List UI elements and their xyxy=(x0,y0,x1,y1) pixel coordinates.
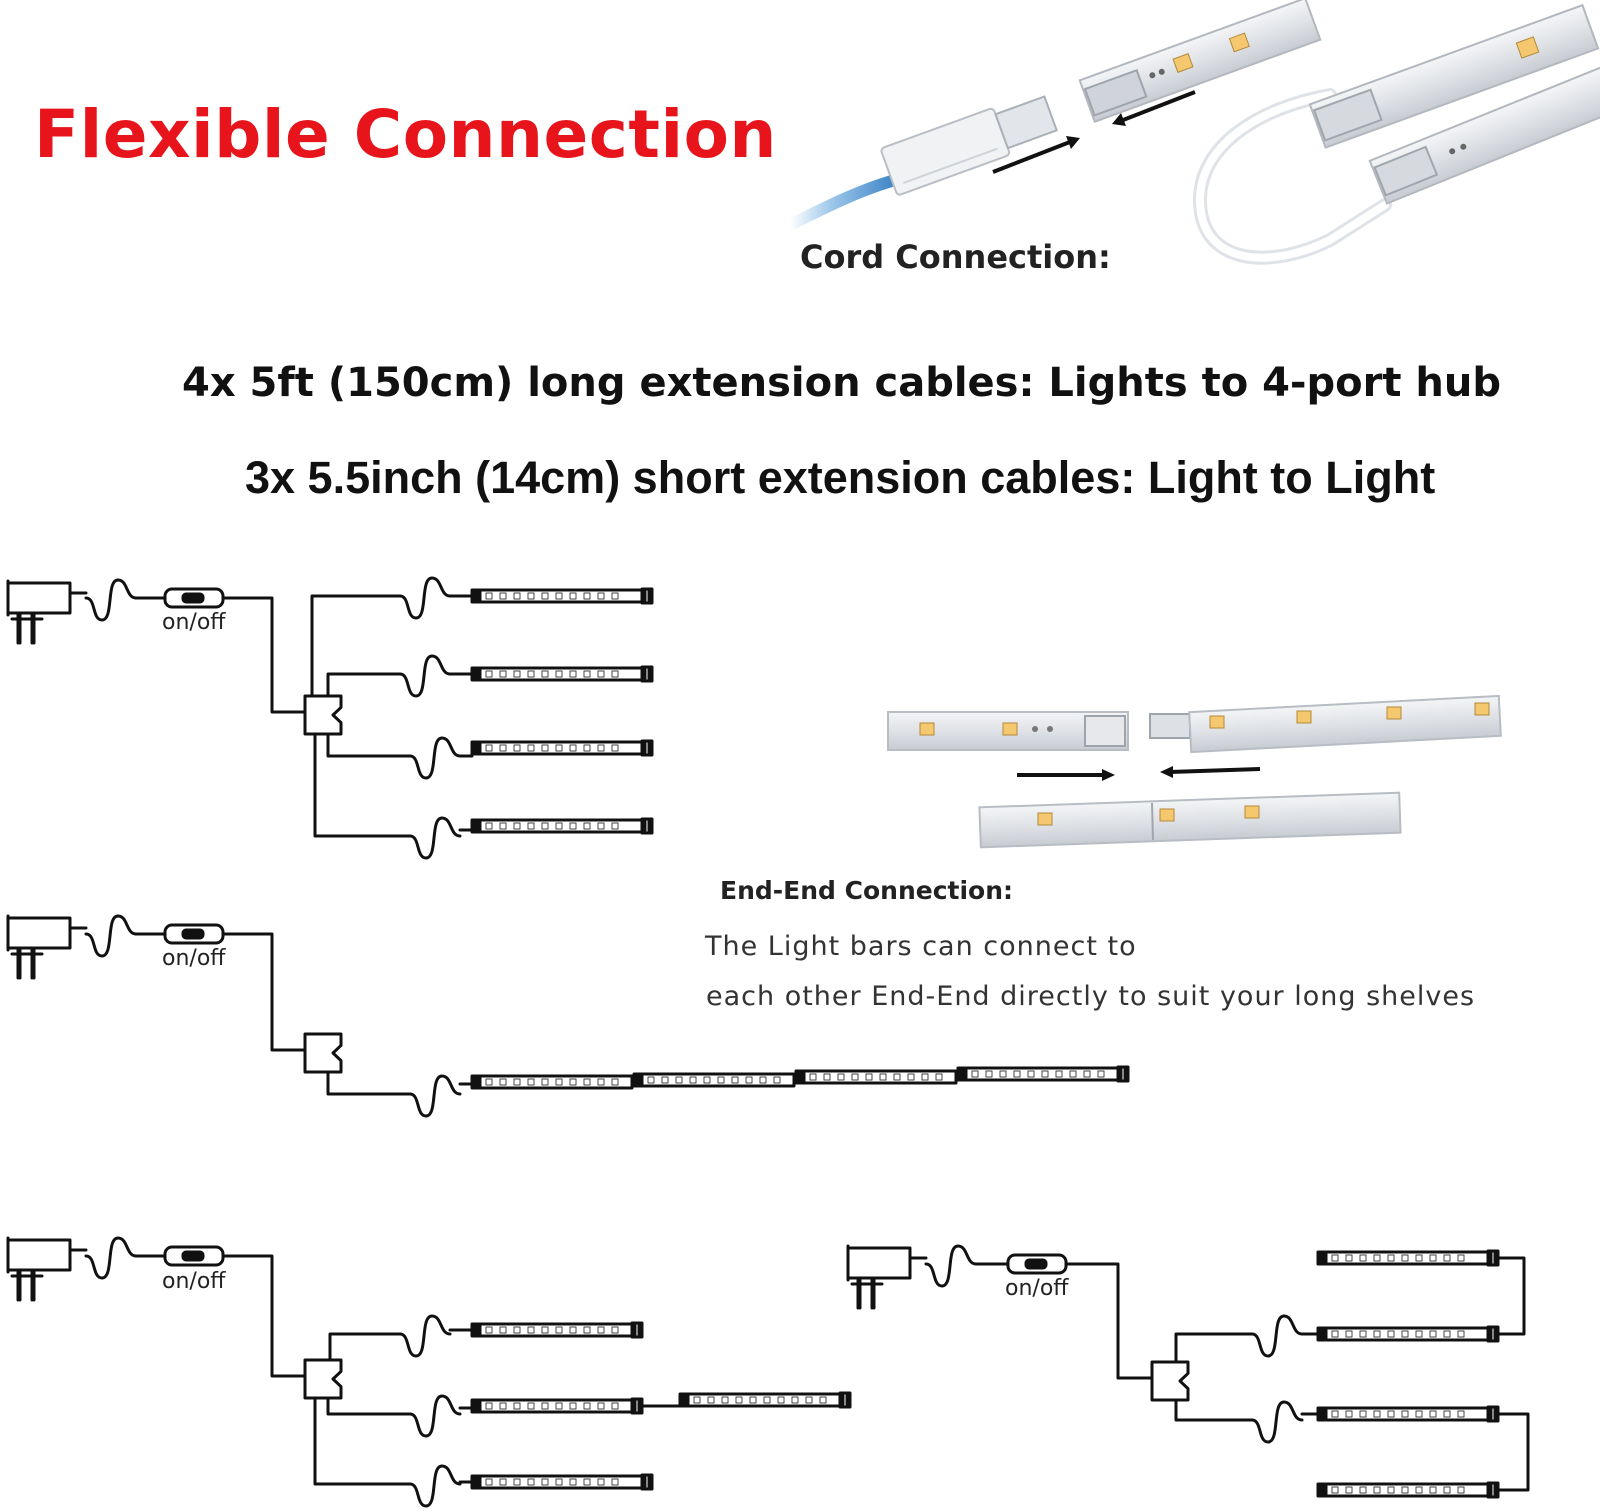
cord-light-bar-2 xyxy=(1308,3,1600,149)
hub-2 xyxy=(303,1032,343,1074)
light-bar-3c xyxy=(678,1392,842,1408)
cord-light-bar-1 xyxy=(1078,0,1322,123)
blue-cable xyxy=(784,174,901,231)
hub-1 xyxy=(303,694,343,736)
cord-light-bar-3 xyxy=(1368,65,1600,205)
end-end-title: End-End Connection: xyxy=(720,876,1014,905)
adapter-2 xyxy=(6,916,72,950)
short-cables-text: 3x 5.5inch (14cm) short extension cables… xyxy=(245,452,1436,503)
hub-3 xyxy=(303,1358,343,1400)
end-end-illustration xyxy=(887,694,1502,849)
end-end-line-1: The Light bars can connect to xyxy=(705,931,1137,962)
arrow-left xyxy=(1117,90,1196,124)
arrow-right xyxy=(992,138,1076,174)
ee-bar-joined xyxy=(978,791,1402,849)
long-cables-text: 4x 5ft (150cm) long extension cables: Li… xyxy=(182,360,1502,406)
light-bar-2d xyxy=(956,1066,1120,1082)
page-title: Flexible Connection xyxy=(34,96,777,173)
end-end-line-2: each other End-End directly to suit your… xyxy=(706,981,1476,1012)
light-bar-2c xyxy=(794,1069,958,1085)
wiring-diagrams xyxy=(6,576,1530,1508)
switch-label-4: on/off xyxy=(1005,1276,1069,1301)
adapter-3 xyxy=(6,1238,72,1272)
hub-4 xyxy=(1150,1360,1190,1402)
adapter-4 xyxy=(846,1246,912,1280)
adapter-1 xyxy=(6,581,72,615)
ee-arrow-left xyxy=(1169,767,1261,774)
ee-bar-right xyxy=(1149,713,1191,739)
cord-connection-illustration xyxy=(784,0,1600,265)
light-bar-2a xyxy=(470,1074,634,1090)
left-connector xyxy=(880,95,1058,196)
light-bar-3b xyxy=(470,1398,634,1414)
switch-label-1: on/off xyxy=(162,610,226,635)
switch-label-3: on/off xyxy=(162,1269,226,1294)
light-bar-3a xyxy=(470,1322,634,1338)
cord-connection-label: Cord Connection: xyxy=(800,238,1111,276)
switch-label-2: on/off xyxy=(162,946,226,971)
light-bar-2b xyxy=(632,1072,796,1088)
